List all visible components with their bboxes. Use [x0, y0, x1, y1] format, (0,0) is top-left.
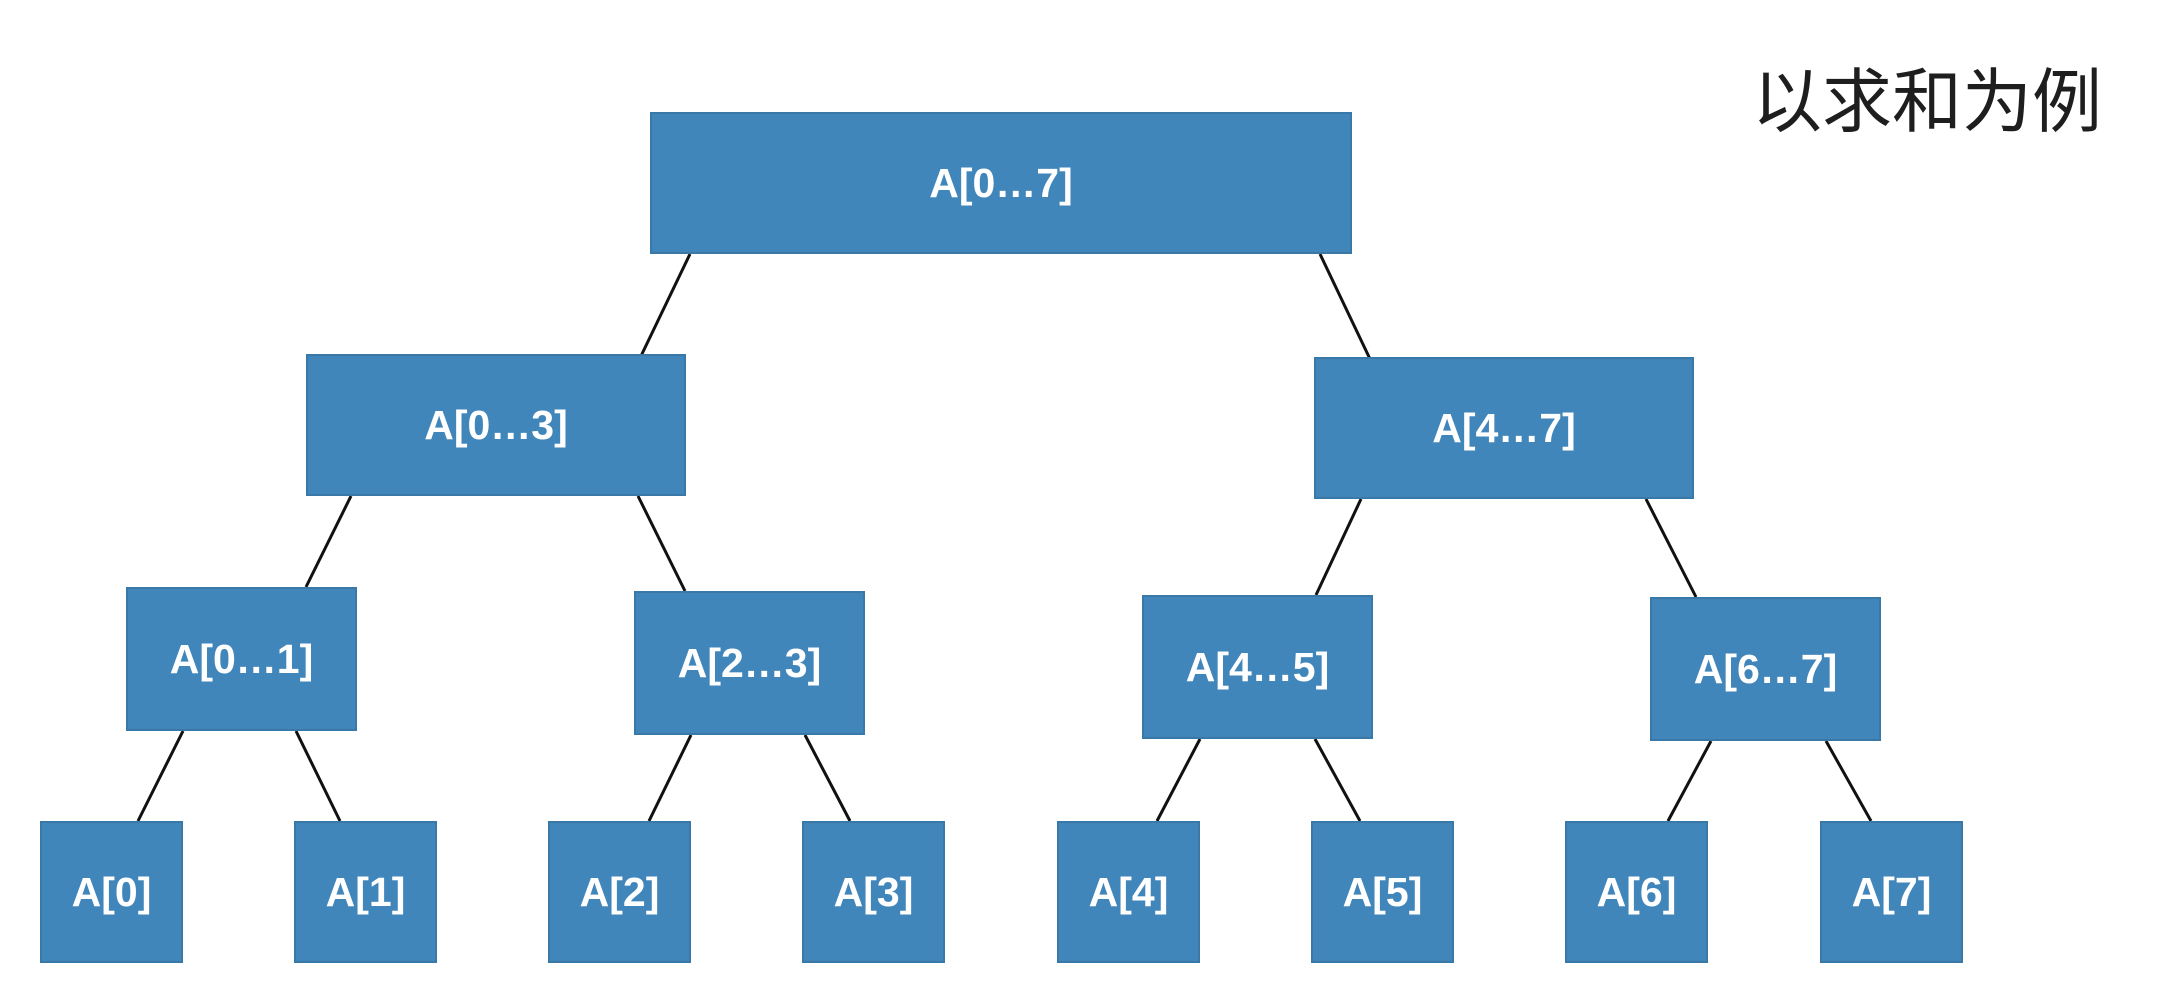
edge-45-4 [1155, 738, 1202, 822]
edge-47-67 [1644, 498, 1698, 598]
node-label: A[0] [71, 868, 152, 915]
node-label: A[4] [1088, 868, 1169, 915]
node-label: A[0…7] [929, 159, 1073, 206]
node-label: A[1] [325, 868, 406, 915]
node-0-1: A[0…1] [126, 587, 357, 731]
node-6-7: A[6…7] [1650, 597, 1881, 741]
edge-45-5 [1313, 738, 1362, 822]
node-label: A[4…7] [1432, 404, 1576, 451]
leaf-7: A[7] [1820, 821, 1963, 963]
node-label: A[0…1] [169, 635, 314, 682]
edge-root-right [1318, 253, 1372, 360]
caption: 以求和为例 [1752, 61, 2102, 143]
edge-23-2 [647, 734, 693, 822]
node-label: A[3] [833, 868, 914, 915]
node-label: A[7] [1851, 868, 1932, 915]
node-label: A[2] [579, 868, 660, 915]
edge-47-45 [1314, 498, 1363, 596]
edge-01-0 [136, 730, 185, 822]
node-2-3: A[2…3] [634, 591, 865, 735]
edge-67-6 [1666, 740, 1713, 822]
leaf-6: A[6] [1565, 821, 1708, 963]
node-label: A[6] [1596, 868, 1677, 915]
node-label: A[4…5] [1185, 643, 1330, 690]
edge-03-01 [304, 495, 353, 588]
node-0-3: A[0…3] [306, 354, 686, 496]
leaf-4: A[4] [1057, 821, 1200, 963]
node-root: A[0…7] [650, 112, 1352, 254]
edge-root-left [639, 253, 692, 357]
edge-67-7 [1824, 740, 1873, 822]
node-label: A[5] [1342, 868, 1423, 915]
node-label: A[6…7] [1693, 645, 1838, 692]
node-label: A[2…3] [677, 639, 822, 686]
node-label: A[0…3] [424, 401, 568, 448]
leaf-0: A[0] [40, 821, 183, 963]
leaf-2: A[2] [548, 821, 691, 963]
leaf-3: A[3] [802, 821, 945, 963]
edge-01-1 [294, 730, 342, 822]
leaf-1: A[1] [294, 821, 437, 963]
leaf-5: A[5] [1311, 821, 1454, 963]
node-4-7: A[4…7] [1314, 357, 1694, 499]
edge-23-3 [803, 734, 852, 822]
edge-03-23 [636, 495, 687, 592]
node-4-5: A[4…5] [1142, 595, 1373, 739]
